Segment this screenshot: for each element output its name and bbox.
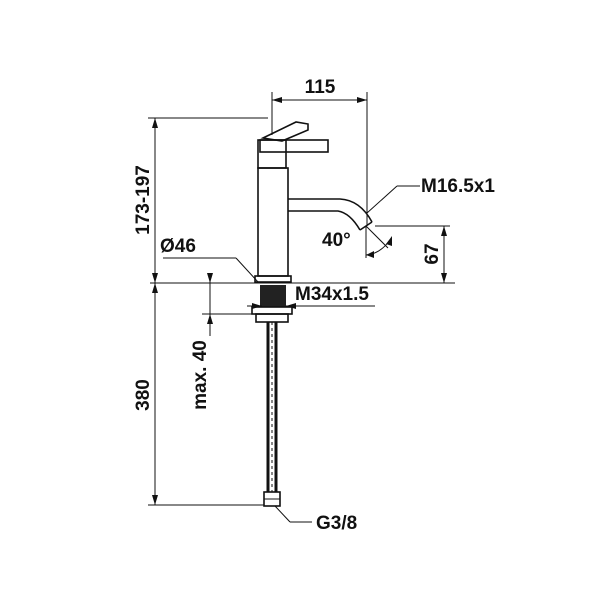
spout-top bbox=[288, 198, 373, 223]
hose-connection-label: G3/8 bbox=[316, 513, 357, 534]
dim-height-range: 173-197 bbox=[133, 117, 268, 283]
base-ring bbox=[254, 275, 292, 283]
max-thickness-label: max. 40 bbox=[190, 340, 211, 410]
dim-spout-thread: M16.5x1 bbox=[366, 176, 495, 214]
dim-body-diameter: Ø46 bbox=[160, 236, 259, 283]
lever-handle bbox=[260, 121, 309, 142]
body-diameter-label: Ø46 bbox=[160, 236, 196, 257]
dim-spout-angle: 40° bbox=[322, 225, 392, 258]
dim-mount-thread: M34x1.5 bbox=[247, 284, 375, 309]
height-range-label: 173-197 bbox=[133, 165, 154, 235]
body-column bbox=[257, 167, 289, 277]
head-block bbox=[257, 139, 287, 169]
mount-shank bbox=[260, 285, 286, 307]
dim-spout-reach: 115 bbox=[271, 77, 368, 225]
hose-length-label: 380 bbox=[133, 379, 154, 411]
mount-thread-label: M34x1.5 bbox=[295, 284, 369, 305]
spout-height-label: 67 bbox=[422, 243, 443, 264]
spout-thread-label: M16.5x1 bbox=[421, 176, 495, 197]
spout-bottom bbox=[288, 210, 361, 231]
dim-hose-length: 380 bbox=[133, 283, 264, 506]
spout-angle-label: 40° bbox=[322, 230, 351, 251]
spout-reach-label: 115 bbox=[305, 77, 336, 98]
lever-cap bbox=[259, 139, 329, 153]
dim-hose-connection: G3/8 bbox=[274, 505, 357, 534]
dim-spout-height: 67 bbox=[375, 225, 450, 283]
mount-nut bbox=[255, 313, 289, 323]
mount-washer bbox=[251, 306, 293, 315]
faucet-outline bbox=[150, 121, 455, 507]
dim-max-thickness: max. 40 bbox=[190, 273, 256, 410]
